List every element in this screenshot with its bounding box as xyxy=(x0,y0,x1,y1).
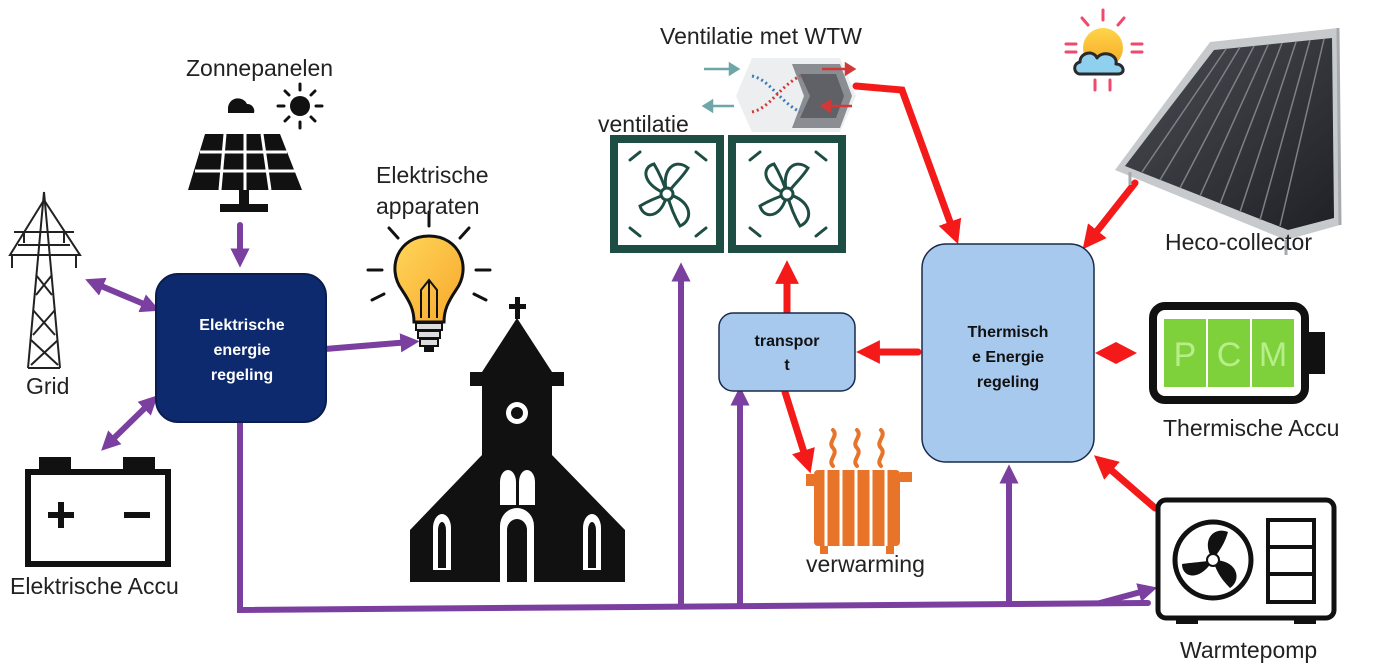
solar-collector-icon xyxy=(1115,27,1342,255)
ventilation-wtw-label: Ventilatie met WTW xyxy=(660,23,862,49)
electric-control-label-2: energie xyxy=(214,342,271,359)
pcm-letter-p: P xyxy=(1174,336,1197,374)
radiator-icon xyxy=(806,428,912,554)
solar-panel-icon xyxy=(188,82,324,212)
light-bulb-icon xyxy=(366,210,492,352)
solar-panels-label: Zonnepanelen xyxy=(186,55,333,81)
heco-collector-label: Heco-collector xyxy=(1165,229,1312,255)
pcm-letter-c: C xyxy=(1217,336,1242,374)
electric-control-label-1: Elektrische xyxy=(199,317,284,334)
heat-recovery-unit-icon xyxy=(701,58,857,132)
transport-label-2: t xyxy=(784,357,790,374)
ventilation-fan-icon-right xyxy=(728,135,846,253)
thermal-control-label-1: Thermisch xyxy=(968,324,1049,341)
pcm-letter-m: M xyxy=(1259,336,1287,374)
grid-label: Grid xyxy=(26,373,69,399)
thermal-control-label-2: e Energie xyxy=(972,349,1044,366)
ventilation-label: ventilatie xyxy=(598,111,689,137)
battery-icon xyxy=(25,457,171,567)
thermal-flows xyxy=(775,82,1159,512)
pcm-battery-icon: P C M xyxy=(1149,302,1325,404)
electric-flows xyxy=(85,222,1158,614)
heating-label: verwarming xyxy=(806,551,925,577)
church-icon xyxy=(410,297,625,582)
sun-cloud-icon xyxy=(1064,8,1144,92)
ventilation-fan-icon-left xyxy=(610,135,724,253)
power-pylon-icon xyxy=(8,191,82,369)
thermal-battery-label: Thermische Accu xyxy=(1163,415,1339,441)
electric-control-box[interactable]: Elektrische energie regeling xyxy=(155,273,327,423)
electric-battery-label: Elektrische Accu xyxy=(10,573,179,599)
transport-label-1: transpor xyxy=(755,333,820,350)
thermal-control-box[interactable]: Thermisch e Energie regeling xyxy=(921,243,1095,463)
appliances-label-2: apparaten xyxy=(376,193,480,219)
appliances-label-1: Elektrische xyxy=(376,162,488,188)
thermal-control-label-3: regeling xyxy=(977,374,1039,391)
heat-pump-icon xyxy=(1155,497,1337,624)
pcm-connector-diamond xyxy=(1095,342,1137,364)
transport-box[interactable]: transpor t xyxy=(718,312,856,392)
heat-pump-label: Warmtepomp xyxy=(1180,637,1317,663)
electric-control-label-3: regeling xyxy=(211,367,273,384)
